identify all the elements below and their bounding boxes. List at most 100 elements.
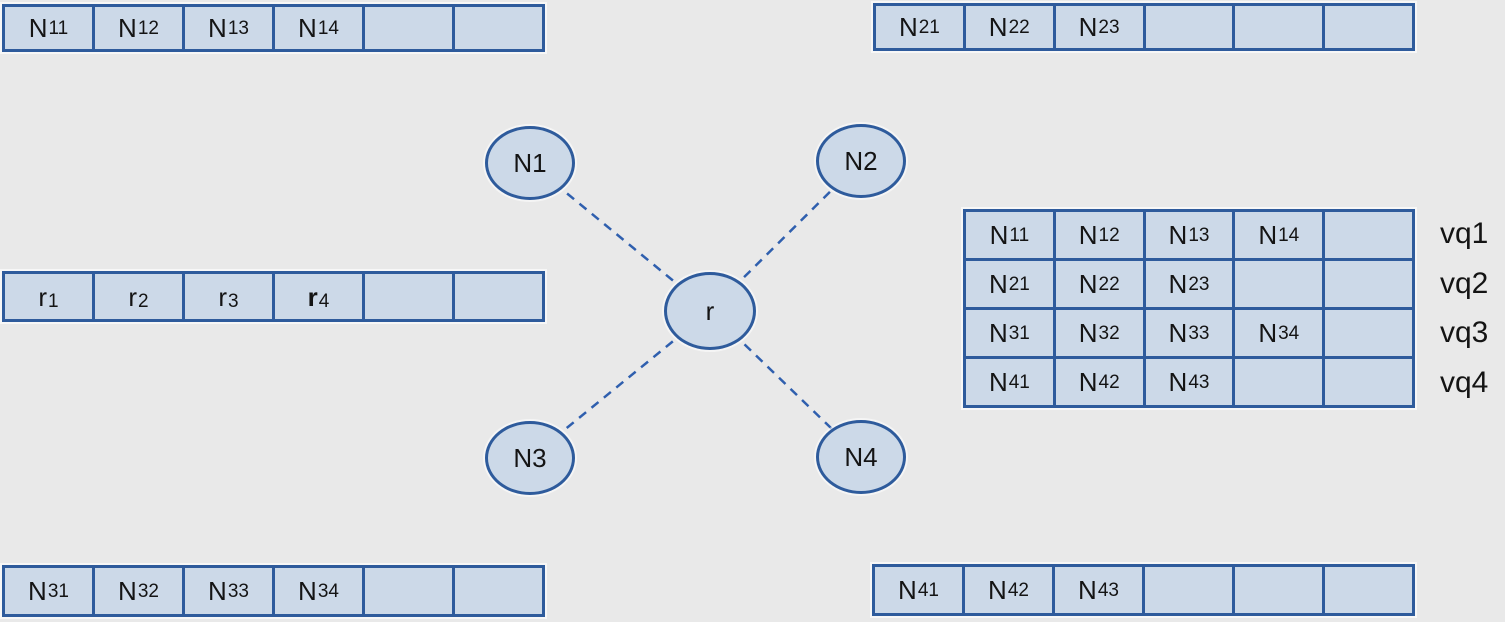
cell-subscript: 31: [47, 580, 69, 602]
cell-subscript: 33: [1188, 322, 1210, 344]
cell-text: N: [298, 576, 317, 606]
cell-subscript: 13: [1188, 224, 1210, 246]
table-cell-empty: [1235, 261, 1323, 307]
cell-text: N: [989, 220, 1009, 250]
table-cell-empty: [1235, 359, 1323, 405]
cell-subscript: 32: [1098, 322, 1120, 344]
array-cell-empty: [455, 7, 542, 49]
array-cell-empty: [1145, 6, 1233, 48]
cell-text: N: [1078, 220, 1098, 250]
cell-text: N: [1078, 12, 1098, 42]
cell-text: N: [1078, 318, 1098, 348]
cell-text: N: [1258, 220, 1278, 250]
node-label: N1: [513, 148, 547, 178]
cell-text: N: [1078, 269, 1098, 299]
cell-text: N: [1168, 220, 1188, 250]
cell-subscript: 23: [1098, 16, 1120, 38]
array-cell-empty: [365, 274, 452, 319]
cell-subscript: 23: [1188, 273, 1210, 295]
array-cell-empty: [455, 274, 542, 319]
array-cell-empty: [1235, 567, 1322, 613]
cell-text: N: [1168, 367, 1188, 397]
cell-subscript: 12: [1098, 224, 1120, 246]
array-cell-empty: [1325, 567, 1412, 613]
cell-subscript: 2: [138, 291, 149, 312]
vq-row-label: vq4: [1440, 366, 1489, 400]
cell-text: N: [1078, 575, 1097, 605]
cell-subscript: 32: [137, 580, 159, 602]
cell-subscript: 33: [227, 580, 249, 602]
cell-text: N: [988, 269, 1008, 299]
node-label: N3: [513, 443, 547, 473]
cell-text: r: [128, 281, 138, 312]
node-root-r: r: [664, 272, 756, 350]
cell-subscript: 13: [227, 17, 249, 39]
table-cell-empty: [1325, 310, 1412, 356]
cell-subscript: 31: [1008, 322, 1030, 344]
cell-subscript: 43: [1188, 371, 1210, 393]
array-cell-empty: [1145, 567, 1232, 613]
cell-subscript: 21: [1008, 273, 1030, 295]
cell-text: N: [118, 13, 137, 43]
node-n4: N4: [816, 420, 906, 494]
node-label: N2: [844, 146, 878, 176]
vq-row-labels: vq1 vq2 vq3 vq4: [1440, 209, 1504, 408]
cell-subscript: 14: [1278, 224, 1300, 246]
node-n2: N2: [816, 124, 906, 198]
cell-subscript: 14: [317, 17, 339, 39]
vq-row-label: vq1: [1440, 216, 1489, 250]
cell-subscript: 22: [1008, 16, 1030, 38]
cell-text: N: [988, 12, 1008, 42]
cell-text: N: [1078, 367, 1098, 397]
cell-text: N: [988, 367, 1008, 397]
cell-text: r: [307, 281, 318, 312]
cell-subscript: 12: [137, 17, 159, 39]
vq-row-label: vq3: [1440, 316, 1489, 350]
cell-subscript: 43: [1097, 579, 1119, 601]
cell-text: N: [988, 318, 1008, 348]
table-cell-empty: [1325, 212, 1412, 258]
cell-text: r: [38, 281, 48, 312]
cell-subscript: 34: [317, 580, 339, 602]
cell-text: N: [988, 575, 1007, 605]
array-cell-empty: [365, 568, 452, 614]
cell-subscript: 11: [48, 17, 69, 39]
cell-text: N: [1168, 269, 1188, 299]
cell-subscript: 4: [318, 291, 330, 312]
node-n3: N3: [485, 421, 575, 495]
node-label: N4: [844, 442, 878, 472]
cell-text: N: [208, 13, 227, 43]
cell-text: N: [898, 575, 917, 605]
cell-text: N: [898, 12, 918, 42]
